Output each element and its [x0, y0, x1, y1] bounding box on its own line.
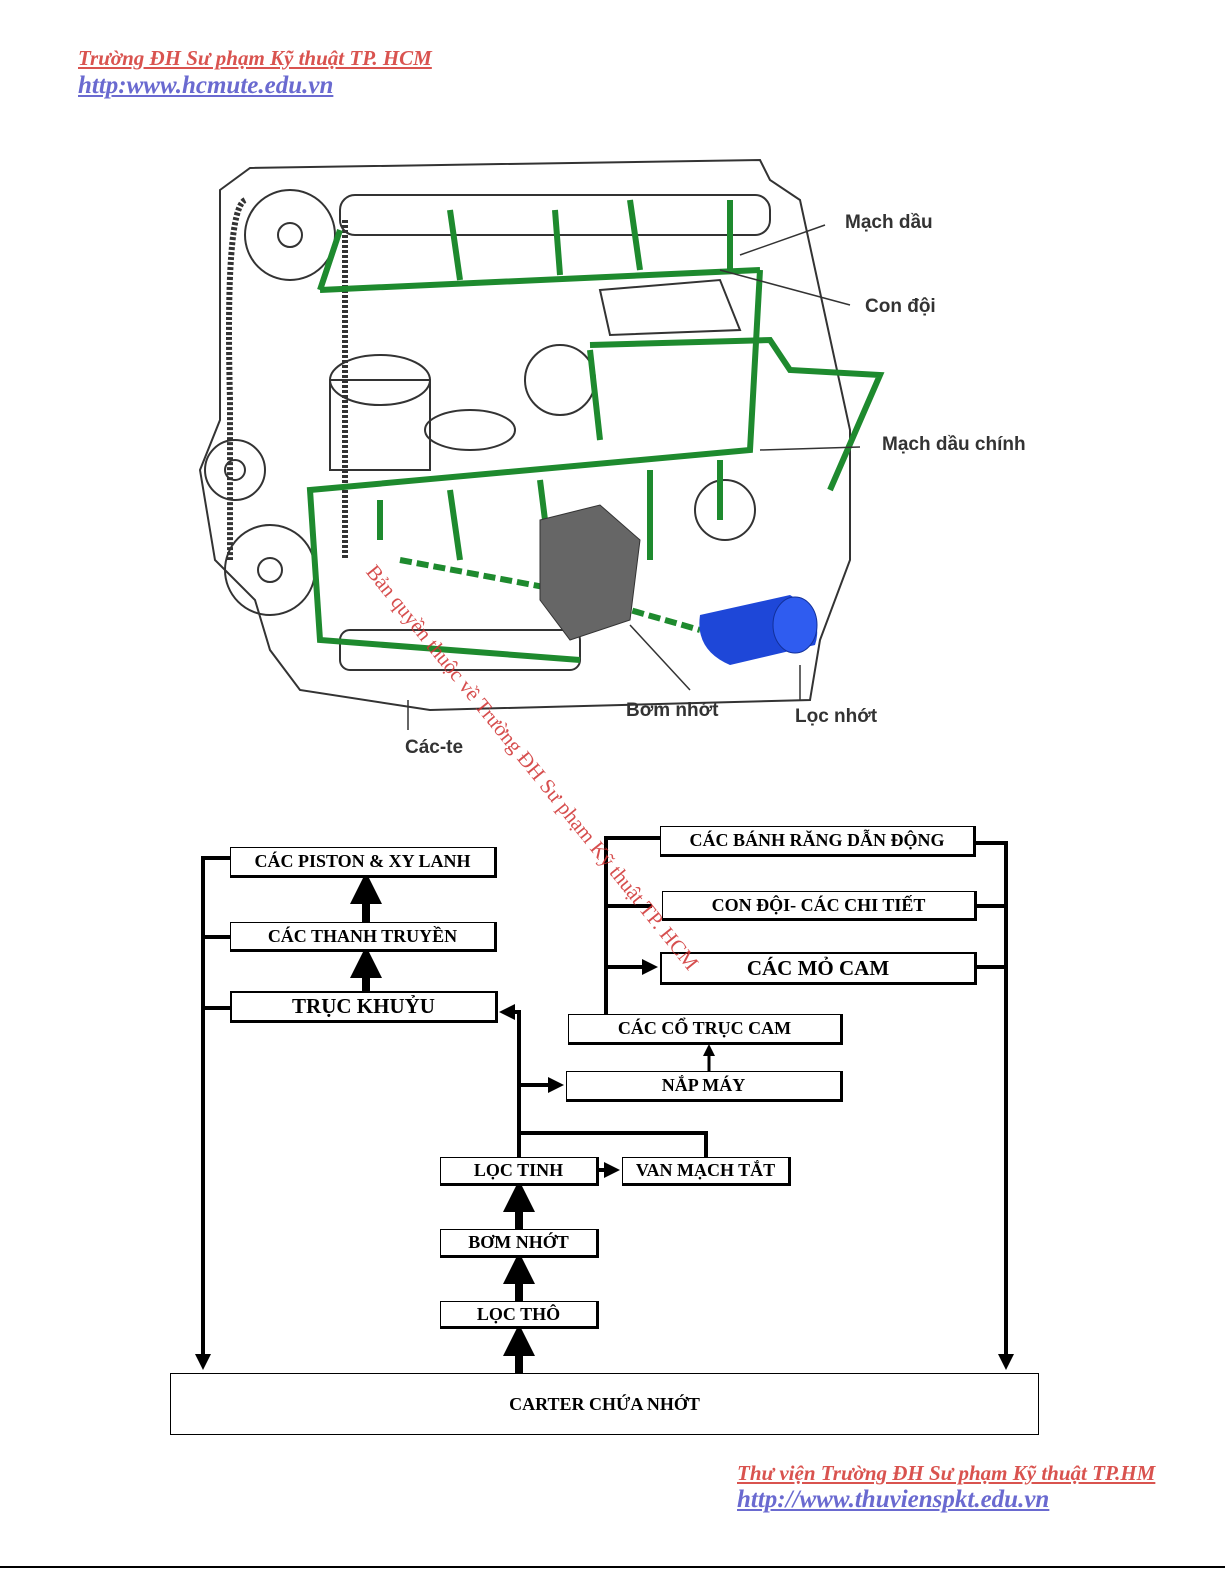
box-gears: CÁC BÁNH RĂNG DẪN ĐỘNG	[660, 826, 976, 857]
box-tappets: CON ĐỘI- CÁC CHI TIẾT	[662, 891, 977, 921]
engine-illustration	[198, 158, 885, 730]
label-oil-line: Mạch dầu	[845, 212, 933, 233]
box-coarse-filter: LỌC THÔ	[440, 1301, 599, 1329]
engine-block-outline	[198, 158, 851, 712]
box-cam-journals: CÁC CỔ TRỤC CAM	[568, 1014, 843, 1045]
oil-pump-body	[539, 504, 641, 641]
box-cam-lobes: CÁC MỎ CAM	[660, 952, 977, 985]
box-pistons: CÁC PISTON & XY LANH	[230, 847, 497, 878]
page-bottom-rule	[0, 1566, 1225, 1568]
label-oil-pump: Bơm nhớt	[626, 700, 719, 721]
label-oil-filter: Lọc nhớt	[795, 706, 878, 727]
box-bypass-valve: VAN MẠCH TẮT	[622, 1157, 791, 1186]
header-school: Trường ĐH Sư phạm Kỹ thuật TP. HCM	[78, 46, 432, 70]
box-rods: CÁC THANH TRUYỀN	[230, 922, 497, 952]
label-oil-pan: Các-te	[405, 737, 464, 758]
box-fine-filter: LỌC TINH	[440, 1157, 599, 1186]
box-oil-pump: BƠM NHỚT	[440, 1229, 599, 1258]
box-cylinder-head: NẮP MÁY	[566, 1071, 843, 1102]
timing-belt	[226, 197, 247, 560]
footer-library: Thư viện Trường ĐH Sư phạm Kỹ thuật TP.H…	[737, 1461, 1156, 1485]
box-crankshaft: TRỤC KHUỶU	[230, 991, 498, 1023]
label-main-gallery: Mạch dầu chính	[882, 434, 1026, 455]
oil-filter	[699, 595, 818, 665]
box-oil-pan: CARTER CHỨA NHỚT	[170, 1373, 1039, 1435]
callout-lines	[407, 224, 861, 730]
cam-pulley	[244, 189, 336, 281]
footer-url[interactable]: http://www.thuvienspkt.edu.vn	[737, 1486, 1050, 1513]
label-tappet: Con đội	[865, 296, 936, 317]
header-url[interactable]: http:www.hcmute.edu.vn	[78, 72, 334, 99]
